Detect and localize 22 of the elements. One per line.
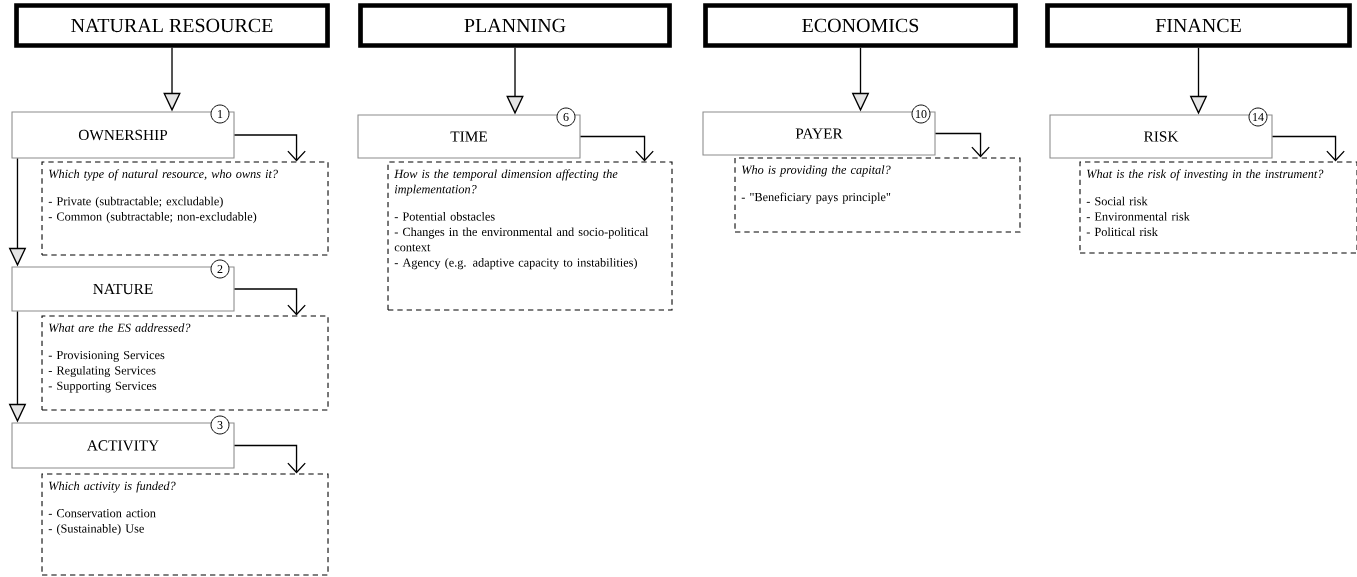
elbow-arrow: [1271, 135, 1345, 162]
question-box: What is the risk of investing in the instrument? - Social risk - Environmental risk - Political risk: [1079, 161, 1357, 254]
question-box: What are the ES addressed? - Provisioning Services - Regulating Services - Supporting Services: [41, 315, 329, 411]
question-box: How is the temporal dimension affecting the implementation? - Potential obstacles - Changes in the environmental and socio-political context - Agency (e.g. adaptive capacity to instabilities): [387, 161, 673, 311]
callout-number: 1: [210, 104, 230, 124]
category-box: FINANCE: [1045, 3, 1352, 48]
elbow-arrow: [579, 135, 654, 162]
elbow-arrow: [233, 288, 306, 316]
elbow-arrow: [233, 134, 306, 162]
question-box: Who is providing the capital? - "Beneficiary pays principle": [734, 157, 1021, 233]
category-box: ECONOMICS: [703, 3, 1018, 48]
elbow-arrow: [233, 444, 306, 474]
callout-number: 2: [210, 259, 230, 279]
callout-number: 10: [911, 104, 931, 124]
category-box: NATURAL RESOURCE: [14, 3, 330, 48]
callout-number: 3: [210, 415, 230, 435]
elbow-arrow: [934, 132, 990, 158]
callout-number: 6: [556, 107, 576, 127]
question-box: Which type of natural resource, who owns it? - Private (subtractable; excludable) - Common (subtractable; non-excludable): [41, 161, 329, 256]
callout-number: 14: [1248, 107, 1268, 127]
question-box: Which activity is funded? - Conservation action - (Sustainable) Use: [41, 473, 329, 576]
category-box: PLANNING: [358, 3, 672, 48]
